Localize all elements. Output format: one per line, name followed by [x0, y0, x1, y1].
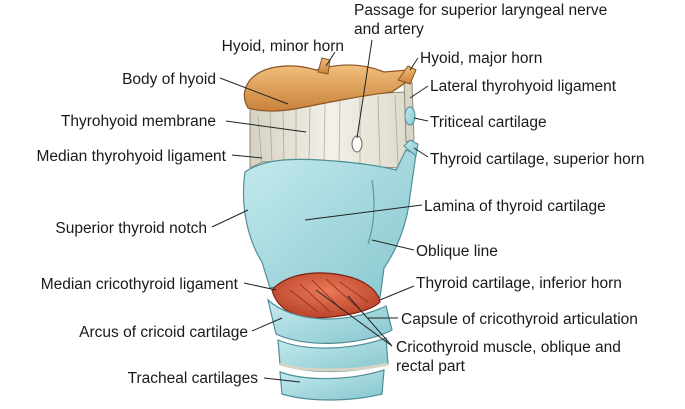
label-cricothyroid-muscle-line-2: rectal part — [396, 358, 466, 375]
hyoid-bone-shape — [243, 64, 413, 112]
tracheal-ligament-gap — [279, 362, 389, 372]
leader-superior-thyroid-notch — [211, 209, 249, 228]
label-hyoid-minor-horn: Hyoid, minor horn — [222, 38, 344, 55]
label-passage: Passage for superior laryngeal nerve and… — [354, 2, 612, 38]
leader-passage — [356, 39, 373, 139]
label-median-thyrohyoid-ligament: Median thyrohyoid ligament — [36, 148, 226, 165]
hyoid-minor-horn-shape — [317, 57, 331, 75]
leader-thyrohyoid-membrane — [225, 120, 307, 133]
label-thyrohyoid-membrane: Thyrohyoid membrane — [61, 113, 216, 130]
anatomy-artwork — [242, 57, 419, 401]
label-arcus-cricoid: Arcus of cricoid cartilage — [79, 324, 248, 341]
leader-lines — [211, 39, 429, 383]
hyoid-major-horn-shape — [397, 65, 417, 85]
labels: Passage for superior laryngeal nerve and… — [36, 2, 644, 387]
leader-hyoid-major-horn — [409, 57, 419, 71]
leader-oblique-line — [371, 239, 415, 251]
leader-thyroid-inferior-horn — [379, 285, 415, 301]
label-passage-line-2: and artery — [354, 21, 424, 38]
label-cricothyroid-muscle-line-1: Cricothyroid muscle, oblique and — [396, 339, 621, 356]
tracheal-cartilage-ring — [279, 369, 385, 401]
leader-thyroid-superior-horn — [413, 147, 429, 158]
label-body-of-hyoid: Body of hyoid — [122, 71, 216, 88]
passage-opening — [351, 135, 363, 153]
leader-arcus-cricoid — [251, 317, 283, 332]
label-oblique-line: Oblique line — [416, 243, 498, 260]
label-tracheal-cartilages: Tracheal cartilages — [128, 370, 259, 387]
leader-lateral-thyrohyoid — [409, 85, 429, 99]
leader-lamina — [304, 204, 423, 221]
leader-cricothyroid-muscle-1 — [315, 289, 393, 347]
thyroid-superior-horn-shape — [403, 139, 419, 157]
oblique-line-shape — [367, 179, 375, 245]
leader-hyoid-minor-horn — [325, 51, 336, 67]
label-passage-line-1: Passage for superior laryngeal nerve — [354, 2, 607, 19]
leader-triticeal — [413, 117, 429, 122]
label-thyroid-superior-horn: Thyroid cartilage, superior horn — [430, 151, 645, 168]
label-superior-thyroid-notch: Superior thyroid notch — [55, 220, 207, 237]
label-triticeal-cartilage: Triticeal cartilage — [430, 114, 547, 131]
leader-body-of-hyoid — [219, 77, 289, 105]
leader-cricothyroid-muscle-2 — [347, 295, 393, 347]
label-hyoid-major-horn: Hyoid, major horn — [420, 50, 542, 67]
leader-median-cricothyroid — [243, 282, 277, 291]
leader-median-thyrohyoid — [231, 154, 263, 159]
triticeal-cartilage-shape — [404, 106, 416, 126]
cricoid-cartilage-shape — [266, 298, 393, 344]
label-capsule-cricothyroid: Capsule of cricothyroid articulation — [401, 311, 638, 328]
leader-tracheal-cartilages — [263, 377, 301, 383]
label-thyroid-inferior-horn: Thyroid cartilage, inferior horn — [416, 275, 622, 292]
label-cricothyroid-muscle: Cricothyroid muscle, oblique and rectal … — [396, 339, 625, 375]
label-lamina-of-thyroid: Lamina of thyroid cartilage — [424, 198, 606, 215]
label-median-cricothyroid-ligament: Median cricothyroid ligament — [41, 276, 239, 293]
label-lateral-thyrohyoid-ligament: Lateral thyrohyoid ligament — [430, 78, 617, 95]
